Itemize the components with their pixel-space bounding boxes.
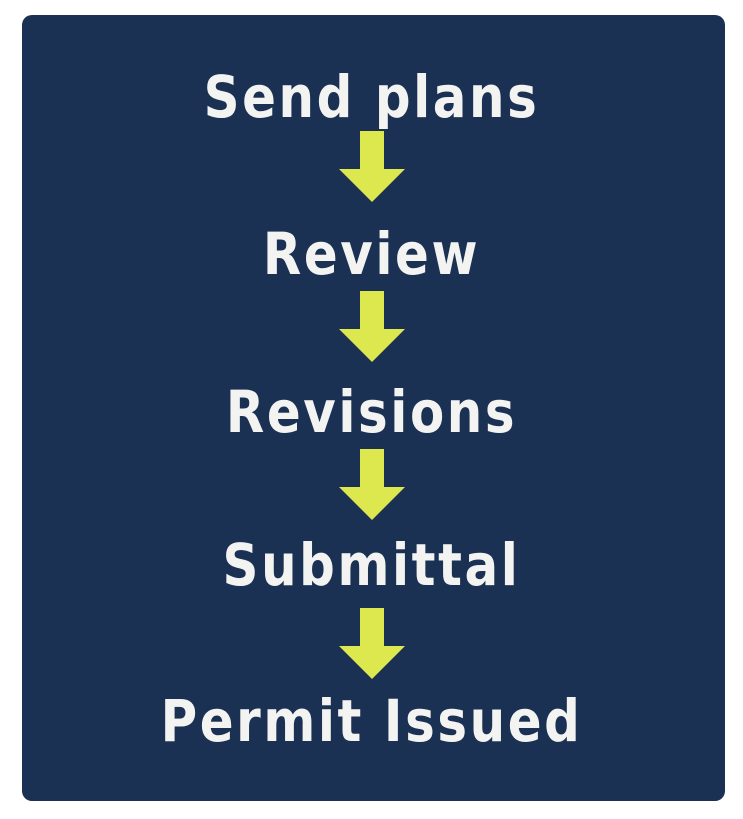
down-arrow-icon bbox=[339, 291, 405, 362]
step-revisions: Revisions bbox=[225, 378, 518, 446]
down-arrow-icon bbox=[339, 449, 405, 520]
step-review: Review bbox=[262, 220, 481, 288]
step-permit-issued: Permit Issued bbox=[160, 687, 583, 755]
down-arrow-icon bbox=[339, 608, 405, 679]
step-send-plans: Send plans bbox=[203, 63, 540, 131]
step-submittal: Submittal bbox=[222, 531, 521, 599]
down-arrow-icon bbox=[339, 131, 405, 202]
